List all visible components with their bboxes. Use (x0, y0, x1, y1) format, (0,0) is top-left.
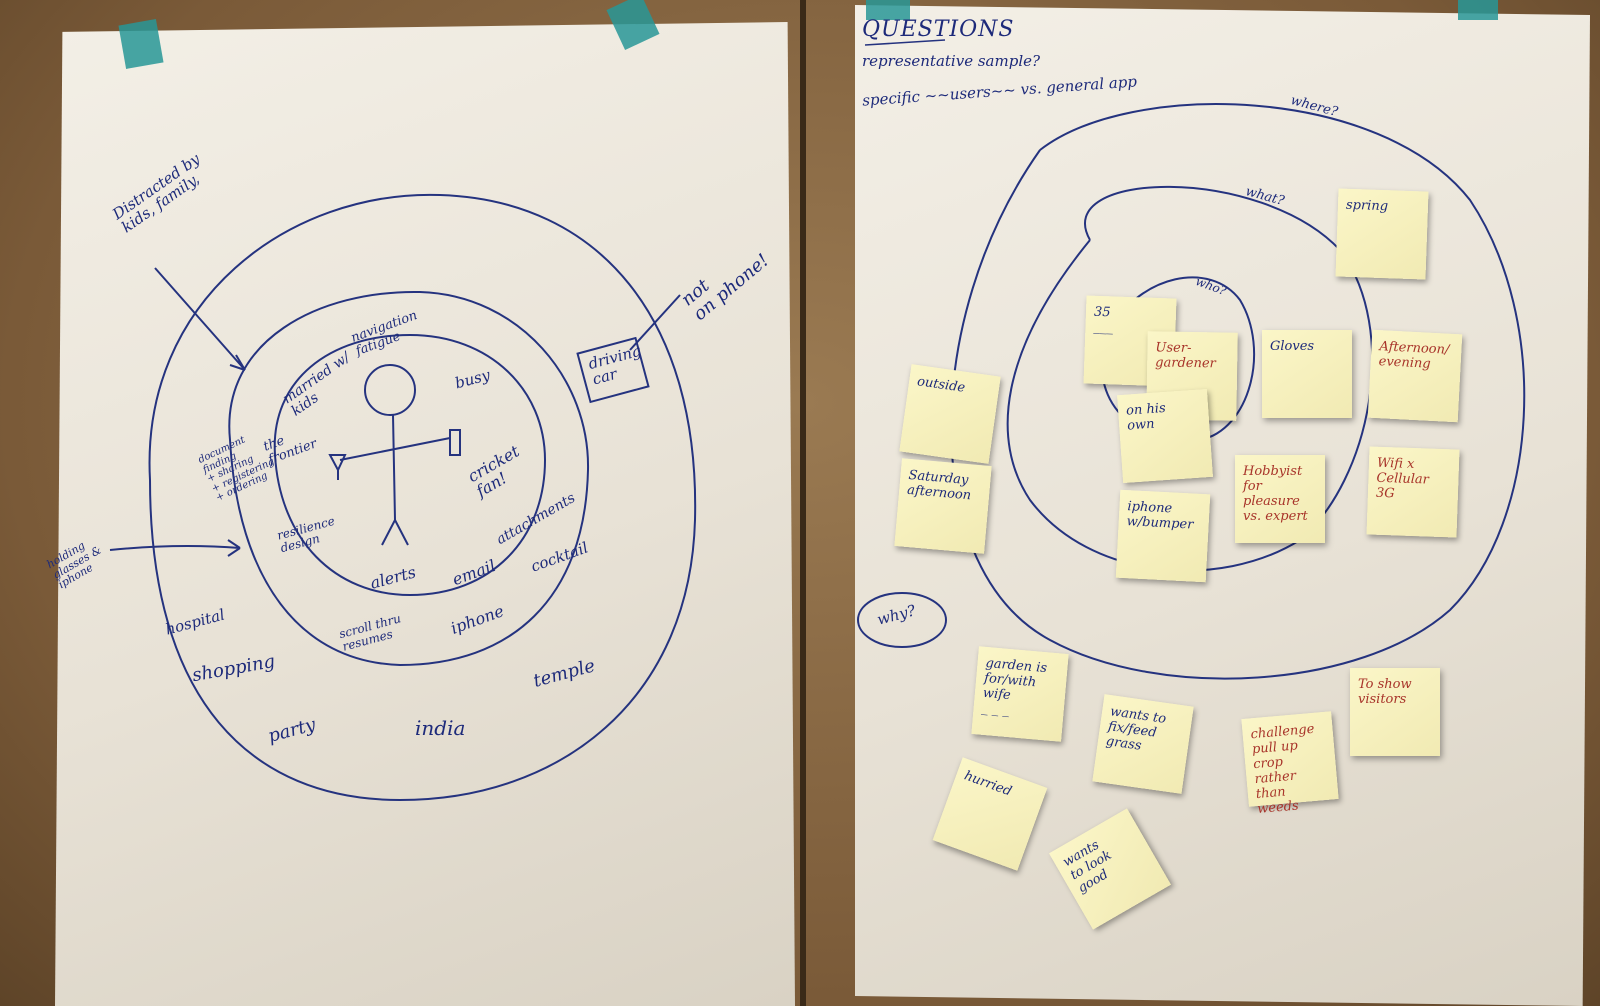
left-sheet-drawing (109, 193, 697, 802)
sticky-note-iphone-bumper: iphone w/bumper (1115, 489, 1211, 583)
sticky-note-spring: spring (1335, 188, 1429, 280)
sticky-note-outside: outside (899, 364, 1001, 464)
sticky-note-hobbyist: Hobbyist for pleasure vs. expert (1235, 455, 1325, 543)
sticky-note-wants-grass: wants to fix/feed grass (1092, 694, 1194, 794)
tape-right-1 (866, 0, 910, 20)
sticky-note-afternoon-evening: Afternoon/ evening (1367, 329, 1463, 423)
sticky-note-show-visitors: To show visitors (1350, 668, 1440, 756)
photo-divider (800, 0, 806, 1006)
question-representative-sample: representative sample? (862, 52, 1041, 70)
tape-right-2 (1458, 0, 1498, 20)
left-flipchart-sheet (55, 22, 795, 1006)
sticky-note-on-his-own: on his own (1117, 388, 1213, 484)
questions-heading: QUESTIONS (862, 17, 1015, 42)
sticky-note-garden-wife: garden is for/with wife _ _ _ (971, 646, 1069, 742)
label-india: india (415, 716, 466, 740)
sticky-note-saturday-afternoon: Saturday afternoon (894, 458, 992, 554)
sticky-note-gloves: Gloves (1262, 330, 1352, 418)
sticky-note-challenge: challenge pull up crop rather than weeds (1241, 711, 1339, 817)
sticky-note-wifi-cellular: Wifi x Cellular 3G (1366, 446, 1460, 538)
